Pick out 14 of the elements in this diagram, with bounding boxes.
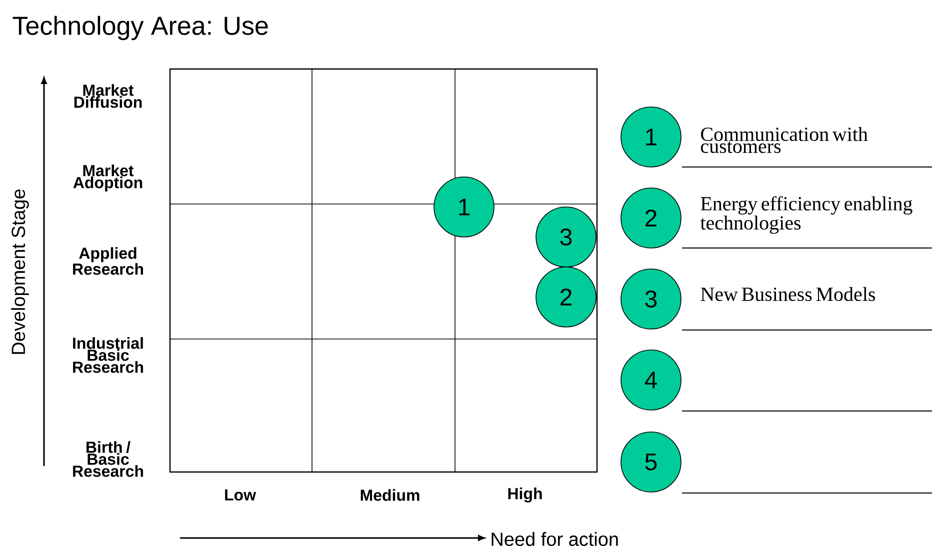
item-description: New Business Models	[700, 286, 876, 302]
stage-label: Industrial Basic Research	[73, 337, 144, 373]
level-label: High	[508, 488, 542, 502]
item-description: Energy efficiency enabling technologies	[700, 196, 912, 234]
stage-label: Market Diffusion	[74, 84, 142, 108]
stage-label: Applied Research	[73, 247, 144, 275]
axis-title: Development Stage	[11, 189, 29, 354]
level-label: Low	[225, 489, 256, 501]
level-label: Medium	[360, 489, 420, 501]
title: Technology Area: Use	[12, 16, 268, 40]
item-description: Communication with customers	[700, 126, 868, 154]
stage-label: Birth / Basic Research	[73, 441, 144, 477]
axis-title: Need for action	[492, 532, 618, 546]
stage-label: Market Adoption	[73, 164, 142, 192]
